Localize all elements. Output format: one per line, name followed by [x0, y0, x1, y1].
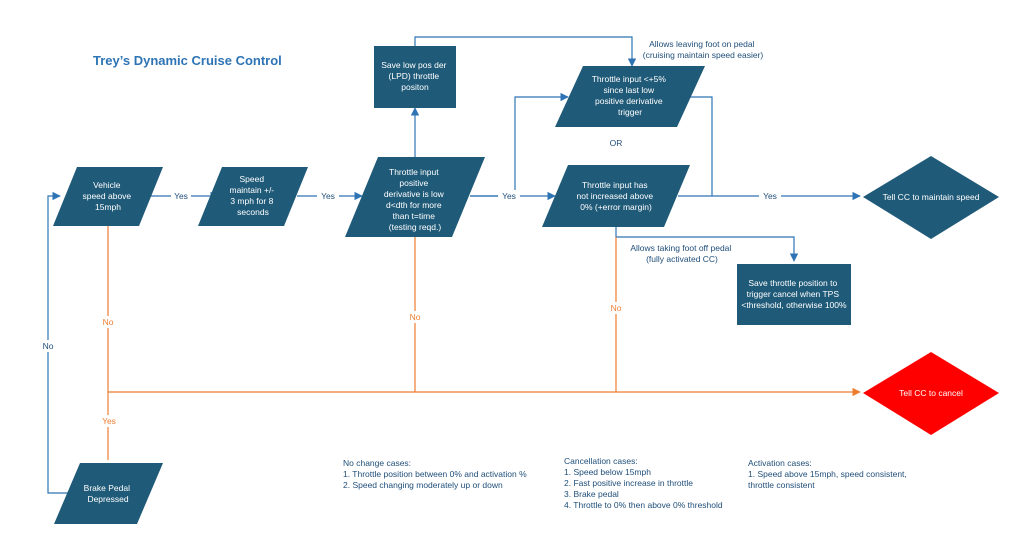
edge-label-yes-2: Yes	[321, 191, 335, 201]
label-throttle-derivative: Throttle input positive derivative is lo…	[384, 167, 446, 232]
no-change-cases: No change cases: 1. Throttle position be…	[343, 458, 527, 491]
label-save-throttle-position: Save throttle position to trigger cancel…	[741, 278, 847, 310]
node-tell-cc-maintain	[863, 156, 999, 239]
edge-throttle-derivative-to-throttle-5pct	[470, 92, 569, 197]
edge-label-yes-3: Yes	[502, 191, 516, 201]
node-throttle-not-increased	[542, 165, 690, 227]
node-save-throttle-position	[737, 264, 851, 325]
node-tell-cc-cancel	[863, 352, 999, 435]
edge-labels: Yes Yes Yes Yes No No No Yes No OR	[38, 138, 781, 427]
label-throttle-not-increased: Throttle input has not increased above 0…	[577, 180, 656, 212]
label-throttle-5pct: Throttle input <+5% since last low posit…	[592, 74, 669, 117]
node-throttle-5pct	[555, 66, 705, 127]
annotation-leaving-foot: Allows leaving foot on pedal (cruising m…	[643, 39, 764, 60]
node-vehicle-speed	[53, 167, 163, 226]
edge-label-no-not-increased: No	[611, 303, 622, 313]
cancellation-heading: Cancellation cases:	[564, 456, 638, 466]
cancellation-item: 2. Fast positive increase in throttle	[564, 478, 693, 488]
label-brake-pedal: Brake Pedal Depressed	[84, 483, 133, 504]
label-save-low-pos: Save low pos der (LPD) throttle positon	[381, 60, 449, 92]
edge-label-no-speed: No	[103, 317, 114, 327]
cancellation-item: 4. Throttle to 0% then above 0% threshol…	[564, 500, 723, 510]
activation-item: throttle consistent	[748, 480, 815, 490]
node-throttle-derivative	[345, 157, 485, 237]
edge-label-yes-1: Yes	[174, 191, 188, 201]
node-save-low-pos	[374, 46, 456, 108]
label-vehicle-speed: Vehicle speed above 15mph	[82, 180, 133, 212]
no-change-item: 2. Speed changing moderately up or down	[343, 480, 503, 490]
connectors-orange	[107, 226, 861, 460]
edge-label-yes-brake: Yes	[102, 416, 116, 426]
no-change-item: 1. Throttle position between 0% and acti…	[343, 469, 527, 479]
edge-label-no-brake: No	[43, 341, 54, 351]
edge-not-increased-to-save-throttle	[615, 227, 799, 262]
annotation-taking-foot-off: Allows taking foot off pedal (fully acti…	[630, 243, 733, 264]
cancellation-cases: Cancellation cases: 1. Speed below 15mph…	[564, 456, 723, 511]
activation-item: 1. Speed above 15mph, speed consistent,	[748, 469, 907, 479]
cancellation-item: 1. Speed below 15mph	[564, 467, 651, 477]
activation-heading: Activation cases:	[748, 458, 812, 468]
edge-label-or: OR	[610, 138, 623, 148]
edge-label-no-throttle: No	[410, 312, 421, 322]
no-change-heading: No change cases:	[343, 458, 412, 468]
label-tell-cc-maintain: Tell CC to maintain speed	[883, 192, 980, 202]
label-speed-maintain: Speed maintain +/- 3 mph for 8 seconds	[229, 174, 276, 217]
label-tell-cc-cancel: Tell CC to cancel	[899, 388, 963, 398]
edge-save-low-pos-to-throttle-5pct	[414, 36, 637, 67]
activation-cases: Activation cases: 1. Speed above 15mph, …	[748, 458, 907, 491]
node-brake-pedal	[54, 463, 163, 524]
edge-label-yes-4: Yes	[763, 191, 777, 201]
cancellation-item: 3. Brake pedal	[564, 489, 619, 499]
diagram-title: Trey’s Dynamic Cruise Control	[93, 53, 282, 68]
edge-throttle-5pct-to-maintain	[690, 96, 713, 196]
node-speed-maintain	[198, 167, 308, 226]
